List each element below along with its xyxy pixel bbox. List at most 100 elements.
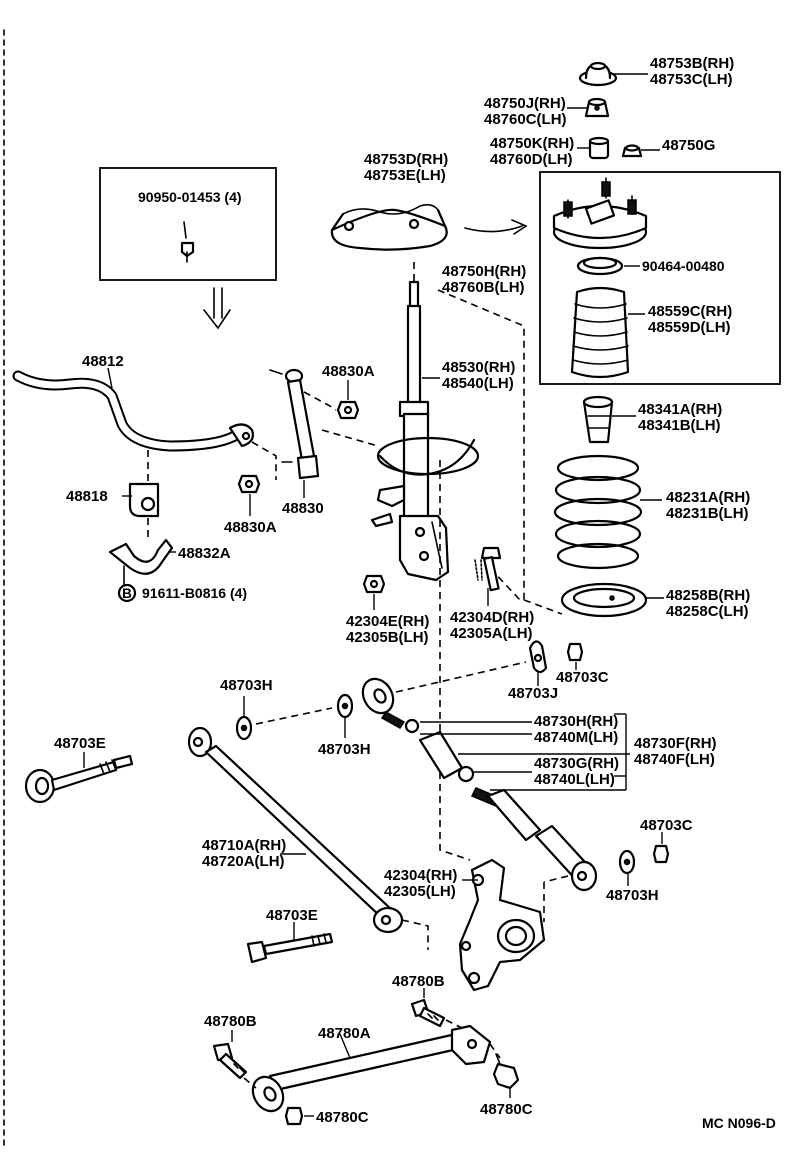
label-90464-00480: 90464-00480 — [642, 258, 725, 274]
label-48559d: 48559D(LH) — [648, 319, 731, 336]
part-48530-shock-absorber — [370, 280, 480, 582]
dash-line — [251, 441, 277, 480]
dash-line — [523, 599, 563, 615]
part-48703h-washer-c — [618, 849, 636, 875]
part-48703h-washer-b — [336, 693, 354, 719]
label-48780a: 48780A — [318, 1025, 371, 1042]
dash-line — [439, 460, 471, 861]
arrow-to-mount-box — [464, 219, 528, 235]
part-48730f-lateral-arm — [361, 677, 598, 892]
label-42305: 42305(LH) — [384, 883, 456, 900]
part-48830-stabilizer-link — [269, 368, 320, 480]
label-48258b: 48258B(RH) — [666, 587, 750, 604]
label-48780b-b: 48780B — [204, 1013, 257, 1030]
dash-line — [243, 1077, 257, 1089]
label-48730g: 48730G(RH) — [534, 755, 619, 772]
part-48710a-strut-rod — [187, 726, 404, 934]
callout-box-90950 — [99, 167, 277, 281]
label-48720a: 48720A(LH) — [202, 853, 285, 870]
label-48760d: 48760D(LH) — [490, 151, 573, 168]
part-48780c-nut-a — [284, 1106, 304, 1126]
dash-line — [395, 661, 527, 693]
label-48703h-a: 48703H — [220, 677, 273, 694]
part-strut-mount — [552, 177, 648, 250]
label-48830a-top: 48830A — [322, 363, 375, 380]
label-48750j: 48750J(RH) — [484, 95, 566, 112]
part-48750k-bushing — [588, 136, 610, 160]
part-48750j-bushing — [584, 97, 610, 118]
label-48750h: 48750H(RH) — [442, 263, 526, 280]
label-42304d: 42304D(RH) — [450, 609, 534, 626]
label-48341b: 48341B(LH) — [638, 417, 721, 434]
label-42304: 42304(RH) — [384, 867, 457, 884]
label-48760b: 48760B(LH) — [442, 279, 525, 296]
part-48780c-nut-b — [492, 1053, 520, 1090]
arrow-down-clip — [203, 287, 231, 330]
label-48258c: 48258C(LH) — [666, 603, 749, 620]
part-48341a-bump-stopper — [582, 395, 614, 444]
label-48780c-b: 48780C — [480, 1101, 533, 1118]
label-42305b: 42305B(LH) — [346, 629, 429, 646]
dash-line — [543, 875, 569, 883]
label-48832a: 48832A — [178, 545, 231, 562]
label-48830: 48830 — [282, 500, 324, 517]
label-48703e-a: 48703E — [54, 735, 106, 752]
label-90950-01453: 90950-01453 (4) — [138, 189, 242, 205]
dash-line — [489, 567, 521, 601]
diagram-code: MC N096-D — [702, 1115, 776, 1131]
dash-line — [321, 429, 379, 447]
label-48703h-b: 48703H — [318, 741, 371, 758]
part-42304e-nut — [362, 574, 386, 594]
label-48750g: 48750G — [662, 137, 715, 154]
label-48530: 48530(RH) — [442, 359, 515, 376]
label-48740l: 48740L(LH) — [534, 771, 615, 788]
part-48258b-spring-seat — [560, 582, 648, 618]
part-48830a-nut-top — [336, 400, 360, 420]
label-48703e-b: 48703E — [266, 907, 318, 924]
label-48753e: 48753E(LH) — [364, 167, 446, 184]
dash-line — [445, 1019, 463, 1029]
label-48231b: 48231B(LH) — [666, 505, 749, 522]
label-48780b-a: 48780B — [392, 973, 445, 990]
label-48780c-a: 48780C — [316, 1109, 369, 1126]
label-48710a: 48710A(RH) — [202, 837, 286, 854]
label-48753d: 48753D(RH) — [364, 151, 448, 168]
part-48780a-lateral-link — [251, 1024, 492, 1113]
part-48818-bushing — [128, 482, 160, 518]
dash-line — [437, 289, 525, 600]
label-48341a: 48341A(RH) — [638, 401, 722, 418]
label-42305a: 42305A(LH) — [450, 625, 533, 642]
part-48812-stabilizer-bar — [12, 370, 254, 452]
part-48753b-cap — [578, 61, 618, 87]
label-48740m: 48740M(LH) — [534, 729, 618, 746]
dash-line — [303, 391, 337, 411]
part-48231a-coil-spring — [553, 454, 643, 570]
dash-line — [489, 1043, 501, 1059]
part-90950-clip — [180, 221, 195, 263]
label-48750k: 48750K(RH) — [490, 135, 574, 152]
part-90464-ring — [576, 256, 624, 276]
callout-box-strut-mount — [539, 171, 781, 385]
part-48832a-bracket — [108, 538, 174, 585]
bolt-b-marker: B — [117, 583, 137, 603]
svg-text:B: B — [122, 586, 132, 601]
part-48780b-bolt-b — [212, 1042, 248, 1080]
label-48812: 48812 — [82, 353, 124, 370]
part-48703h-washer-a — [235, 715, 253, 741]
part-48703c-nut-top — [566, 642, 584, 662]
label-48760c: 48760C(LH) — [484, 111, 567, 128]
label-48730f: 48730F(RH) — [634, 735, 717, 752]
part-48703c-nut-bottom — [652, 844, 670, 864]
label-48753c: 48753C(LH) — [650, 71, 733, 88]
label-48740f: 48740F(LH) — [634, 751, 715, 768]
label-48559c: 48559C(RH) — [648, 303, 732, 320]
label-48703c-b: 48703C — [640, 817, 693, 834]
lateral-arm-callout-bracket — [420, 713, 630, 791]
part-48780b-bolt-a — [410, 998, 446, 1028]
label-42304e: 42304E(RH) — [346, 613, 429, 630]
part-48750g-nut — [621, 144, 643, 158]
part-48559c-boot — [570, 286, 630, 379]
label-48818: 48818 — [66, 488, 108, 505]
label-48703h-c: 48703H — [606, 887, 659, 904]
